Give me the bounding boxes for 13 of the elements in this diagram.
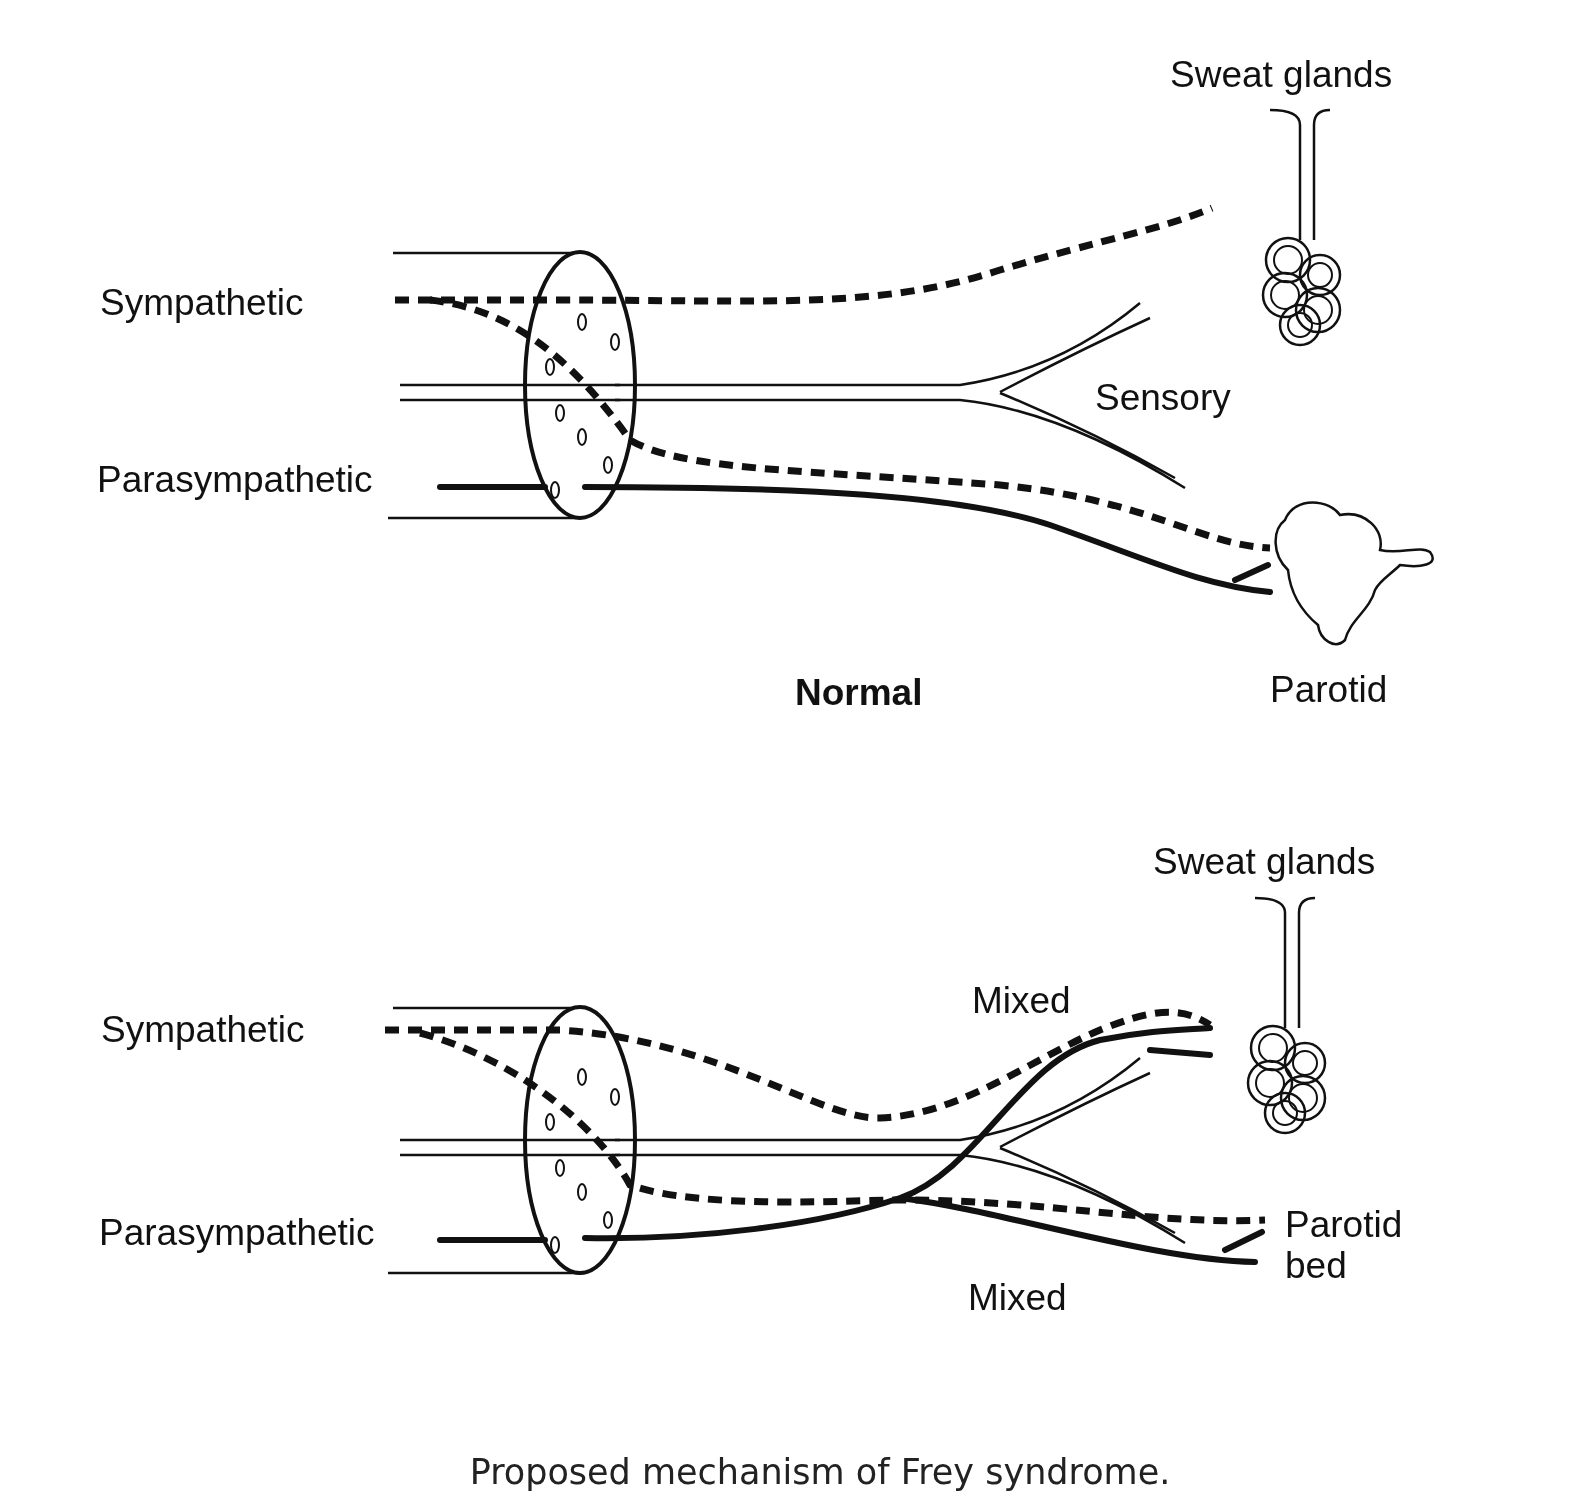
part-label: Sympathetic [100,283,304,324]
part-label: Parasympathetic [97,460,373,501]
part-label: Mixed [968,1278,1067,1319]
part-label: Parotid [1270,670,1388,711]
part-label: Sympathetic [101,1010,305,1051]
caption: Proposed mechanism of Frey syndrome. [468,1452,1172,1492]
part-label: Sweat glands [1170,55,1393,96]
part-label: Mixed [972,981,1071,1022]
panel-label: Normal [795,673,923,714]
part-label: Parasympathetic [99,1213,375,1254]
part-label: Sweat glands [1153,842,1376,883]
part-label: Sensory [1095,378,1231,419]
part-label: Parotid bed [1285,1205,1404,1287]
